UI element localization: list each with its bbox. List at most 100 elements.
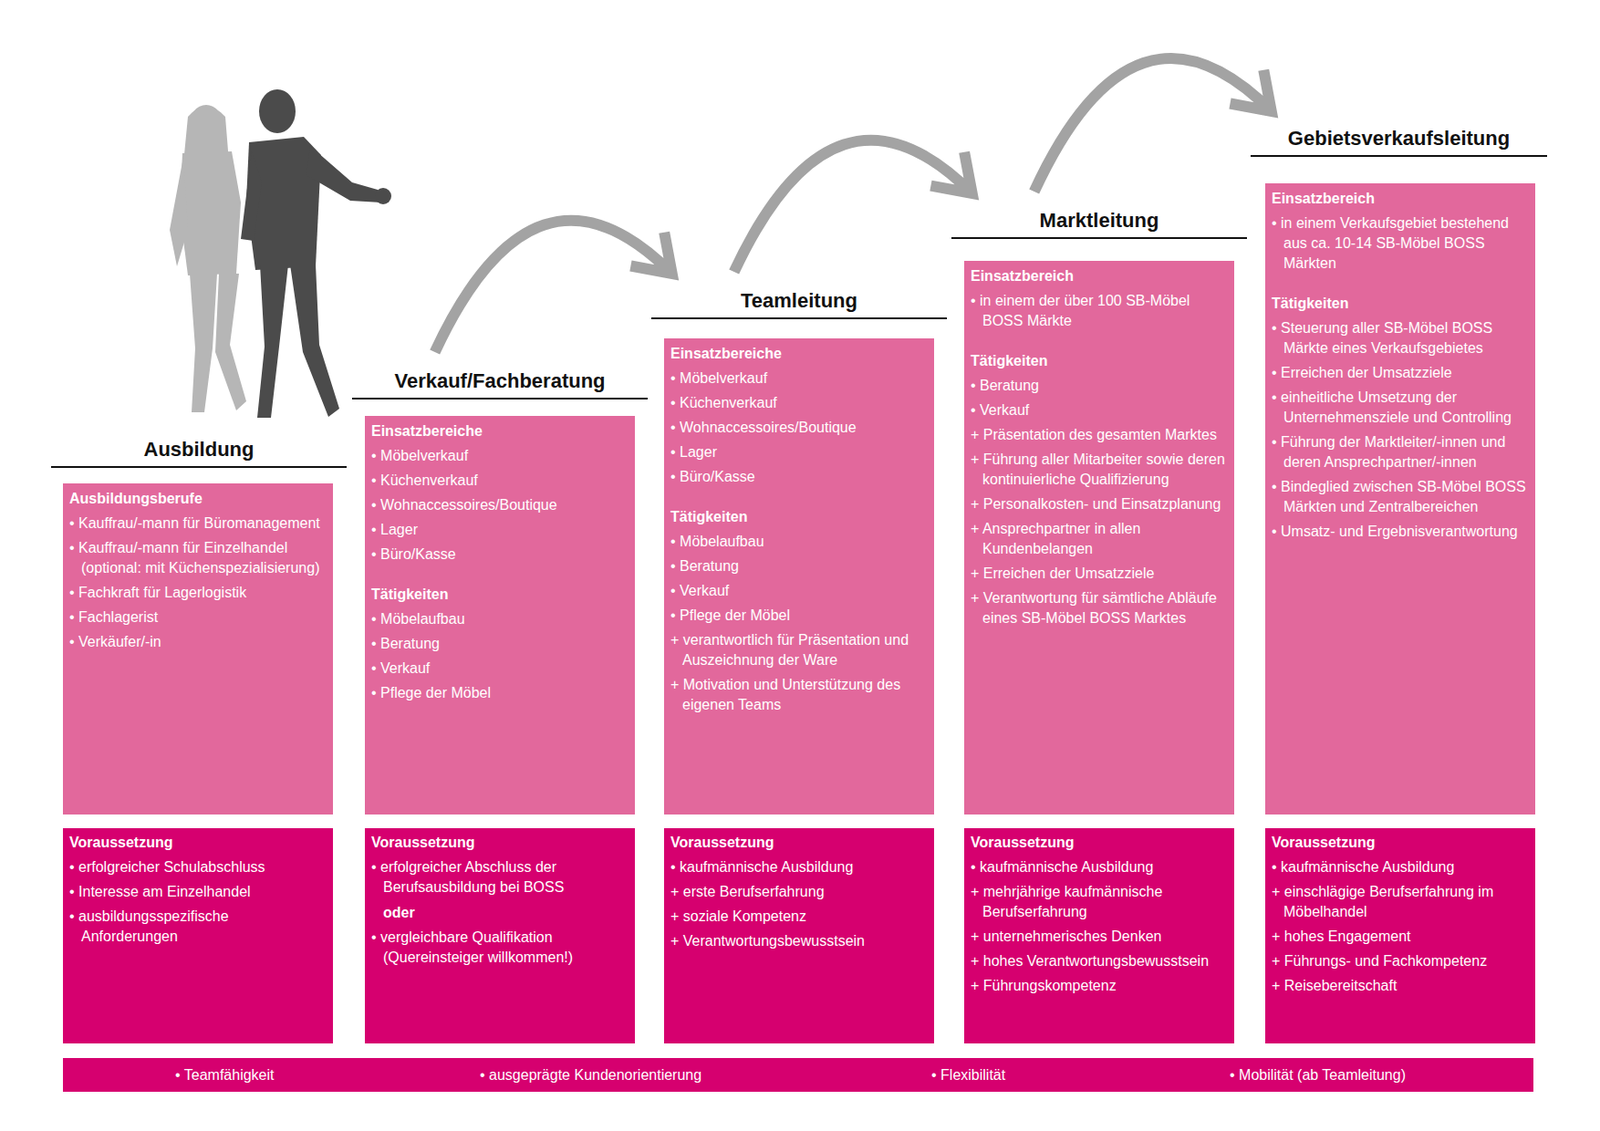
section-heading: Voraussetzung <box>970 832 1227 853</box>
section-heading: Einsatzbereiche <box>371 421 628 442</box>
list-item: + Ansprechpartner in allen Kundenbelange… <box>970 519 1227 560</box>
list-item: + erste Berufserfahrung <box>670 882 927 903</box>
list-item: + Motivation und Unterstützung des eigen… <box>670 675 927 716</box>
stage-title: Ausbildung <box>51 425 347 467</box>
stage-title: Marktleitung <box>951 197 1247 238</box>
career-arrow <box>1034 58 1272 192</box>
list-item: • Kauffrau/-mann für Einzelhandel (optio… <box>69 538 326 579</box>
man-silhouette <box>240 89 392 418</box>
list-item: • Steuerung aller SB-Möbel BOSS Märkte e… <box>1271 318 1528 359</box>
info-box: Einsatzbereich • in einem der über 100 SB… <box>964 260 1235 815</box>
stage-title: Verkauf/Fachberatung <box>352 357 648 398</box>
section-heading: Voraussetzung <box>69 832 326 853</box>
list-item: + Erreichen der Umsatzziele <box>970 563 1227 584</box>
heading-rule <box>651 317 947 320</box>
list-item: • kaufmännische Ausbildung <box>670 857 927 878</box>
info-box: Einsatzbereiche • Möbelverkauf • Küchenver… <box>664 338 935 815</box>
career-stage: MarktleitungEinsatzbereich • in einem der… <box>951 197 1247 815</box>
list-item: • Verkäufer/-in <box>69 632 326 653</box>
heading-rule <box>951 237 1247 239</box>
section-heading: Voraussetzung <box>670 832 927 853</box>
section-heading: Tätigkeiten <box>1271 293 1528 314</box>
requirements-box: Voraussetzung • kaufmännische Ausbildung +… <box>664 828 935 1044</box>
skill-item: • Teamfähigkeit <box>175 1058 480 1092</box>
list-item: • vergleichbare Qualifikation (Quereinst… <box>371 927 628 968</box>
list-item: + unternehmerisches Denken <box>970 926 1227 947</box>
requirements-box: Voraussetzung • erfolgreicher Schulabschl… <box>62 828 333 1044</box>
section-heading: Tätigkeiten <box>371 584 628 605</box>
list-item: • Küchenverkauf <box>371 470 628 491</box>
list-item: • Möbelaufbau <box>670 531 927 552</box>
info-box: Einsatzbereich • in einem Verkaufsgebiet … <box>1265 183 1536 815</box>
list-item: • in einem Verkaufsgebiet bestehend aus … <box>1271 213 1528 274</box>
list-item: + Führungskompetenz <box>970 976 1227 997</box>
list-item: + Führung aller Mitarbeiter sowie deren … <box>970 449 1227 490</box>
woman-silhouette <box>169 104 247 413</box>
career-stage: Verkauf/FachberatungEinsatzbereiche • Möb… <box>352 357 648 815</box>
list-item: • erfolgreicher Schulabschluss <box>69 857 326 878</box>
list-item: + Verantwortung für sämtliche Abläufe ei… <box>970 588 1227 629</box>
section-heading: Tätigkeiten <box>670 507 927 528</box>
career-arrow <box>734 140 973 272</box>
list-item: • Büro/Kasse <box>670 467 927 488</box>
list-item: • Verkauf <box>371 658 628 679</box>
list-item: + mehrjährige kaufmännische Berufserfahr… <box>970 882 1227 923</box>
section-heading: Einsatzbereiche <box>670 343 927 364</box>
list-item: • Lager <box>371 519 628 541</box>
section-heading: Voraussetzung <box>1271 832 1528 853</box>
list-item: • Möbelverkauf <box>371 446 628 467</box>
list-item: + verantwortlich für Präsentation und Au… <box>670 630 927 671</box>
section-heading: Einsatzbereich <box>970 266 1227 287</box>
career-stage: GebietsverkaufsleitungEinsatzbereich • in… <box>1250 114 1548 815</box>
list-item: + hohes Engagement <box>1271 926 1528 947</box>
list-item: + Führungs- und Fachkompetenz <box>1271 951 1528 972</box>
list-item: • kaufmännische Ausbildung <box>1271 857 1528 878</box>
stage-title: Teamleitung <box>651 277 947 318</box>
list-item: • Führung der Marktleiter/-innen und der… <box>1271 432 1528 473</box>
list-item: • Fachlagerist <box>69 607 326 628</box>
section-heading: Einsatzbereich <box>1271 188 1528 209</box>
list-item: • Küchenverkauf <box>670 393 927 414</box>
list-item: • ausbildungsspezifische Anforderungen <box>69 906 326 947</box>
list-item: • Bindeglied zwischen SB-Möbel BOSS Märk… <box>1271 477 1528 518</box>
list-item: • einheitliche Umsetzung der Unternehmen… <box>1271 387 1528 428</box>
list-item: • Umsatz- und Ergebnisverantwortung <box>1271 521 1528 542</box>
requirements-box: Voraussetzung • kaufmännische Ausbildung +… <box>964 828 1235 1044</box>
heading-rule <box>352 397 648 400</box>
requirements-box: Voraussetzung • erfolgreicher Abschluss d… <box>364 828 635 1044</box>
section-heading: Voraussetzung <box>371 832 628 853</box>
skill-item: • Flexibilität <box>931 1058 1230 1092</box>
info-box: Einsatzbereiche • Möbelverkauf • Küchenver… <box>364 415 635 815</box>
stage-title: Gebietsverkaufsleitung <box>1250 114 1548 156</box>
list-item: • Lager <box>670 442 927 463</box>
career-stage: AusbildungAusbildungsberufe• Kauffrau/-m… <box>51 425 347 815</box>
list-item: • Büro/Kasse <box>371 544 628 565</box>
list-item: • Pflege der Möbel <box>670 605 927 626</box>
list-item: + Präsentation des gesamten Marktes <box>970 425 1227 446</box>
list-item: • Beratung <box>371 633 628 655</box>
list-item: • erfolgreicher Abschluss der Berufsausb… <box>371 857 628 898</box>
list-item: • in einem der über 100 SB-Möbel BOSS Mä… <box>970 290 1227 332</box>
list-item: + Reisebereitschaft <box>1271 976 1528 997</box>
list-item: • Kauffrau/-mann für Büromanagement <box>69 513 326 534</box>
list-item: + einschlägige Berufserfahrung im Möbelh… <box>1271 882 1528 923</box>
general-skills-band: • Teamfähigkeit• ausgeprägte Kundenorien… <box>62 1058 1534 1092</box>
list-item: • Beratung <box>670 556 927 577</box>
career-arrow <box>435 220 673 353</box>
heading-rule <box>51 466 347 468</box>
career-stage: TeamleitungEinsatzbereiche • Möbelverkauf… <box>651 277 947 815</box>
requirements-box: Voraussetzung • kaufmännische Ausbildung +… <box>1265 828 1536 1044</box>
info-box: Ausbildungsberufe• Kauffrau/-mann für Bü… <box>62 483 333 815</box>
skill-item: • ausgeprägte Kundenorientierung <box>479 1058 932 1092</box>
list-item: + Personalkosten- und Einsatzplanung <box>970 494 1227 515</box>
list-item: • Pflege der Möbel <box>371 683 628 704</box>
list-item: • kaufmännische Ausbildung <box>970 857 1227 878</box>
section-heading: Tätigkeiten <box>970 351 1227 372</box>
list-item: • Erreichen der Umsatzziele <box>1271 363 1528 384</box>
list-item: • Verkauf <box>670 581 927 602</box>
list-item: • Möbelaufbau <box>371 609 628 630</box>
list-item: + hohes Verantwortungsbewusstsein <box>970 951 1227 972</box>
heading-rule <box>1250 155 1548 157</box>
list-item: • Möbelverkauf <box>670 368 927 389</box>
